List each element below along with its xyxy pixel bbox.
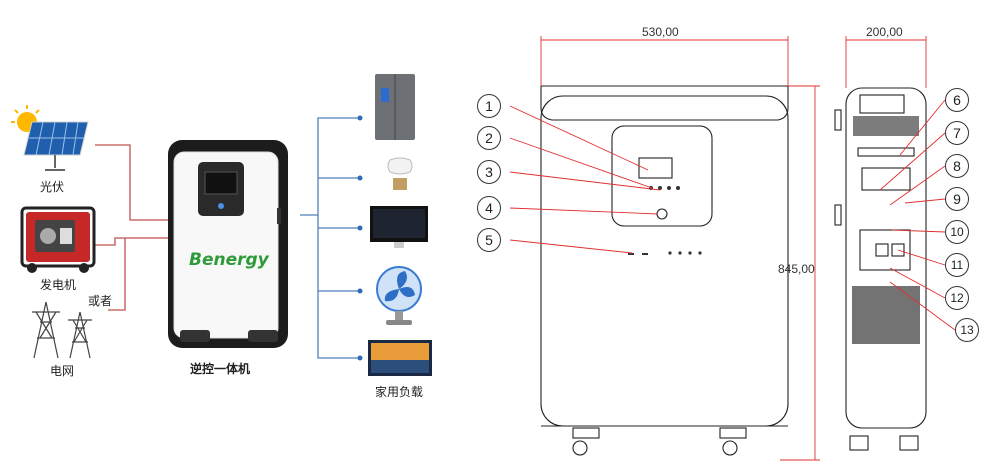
brand-logo: Benergy xyxy=(189,250,269,270)
callout-2: 2 xyxy=(477,126,501,150)
grid-label: 电网 xyxy=(50,364,75,378)
callout-4: 4 xyxy=(477,196,501,220)
callout-8: 8 xyxy=(945,154,969,178)
monitor-icon xyxy=(370,206,428,248)
device-caption: 逆控一体机 xyxy=(190,362,251,376)
callout-12: 12 xyxy=(945,286,969,310)
width-dimension: 530,00 xyxy=(642,25,679,39)
callout-13: 13 xyxy=(955,318,979,342)
solar-label: 光伏 xyxy=(40,180,65,194)
callout-6: 6 xyxy=(945,88,969,112)
inverter-device-image xyxy=(168,140,288,348)
callout-10: 10 xyxy=(945,220,969,244)
generator-icon xyxy=(20,206,96,273)
callout-5: 5 xyxy=(477,228,501,252)
source-wiring xyxy=(95,144,175,311)
depth-dimension: 200,00 xyxy=(866,25,903,39)
solar-panel-icon xyxy=(11,105,89,171)
callout-1: 1 xyxy=(477,94,501,118)
system-diagram xyxy=(11,74,432,376)
power-tower-icon xyxy=(32,301,92,359)
callout-3: 3 xyxy=(477,160,501,184)
loads-caption: 家用负载 xyxy=(375,385,424,399)
generator-label: 发电机 xyxy=(40,278,77,292)
callout-7: 7 xyxy=(945,121,969,145)
callout-11: 11 xyxy=(945,253,969,277)
or-label: 或者 xyxy=(88,294,113,308)
fan-icon xyxy=(376,266,422,325)
load-wiring xyxy=(300,117,360,359)
refrigerator-icon xyxy=(375,74,415,140)
light-bulb-icon xyxy=(387,157,413,190)
television-icon xyxy=(368,340,432,376)
callout-9: 9 xyxy=(945,187,969,211)
height-dimension: 845,00 xyxy=(778,262,815,276)
